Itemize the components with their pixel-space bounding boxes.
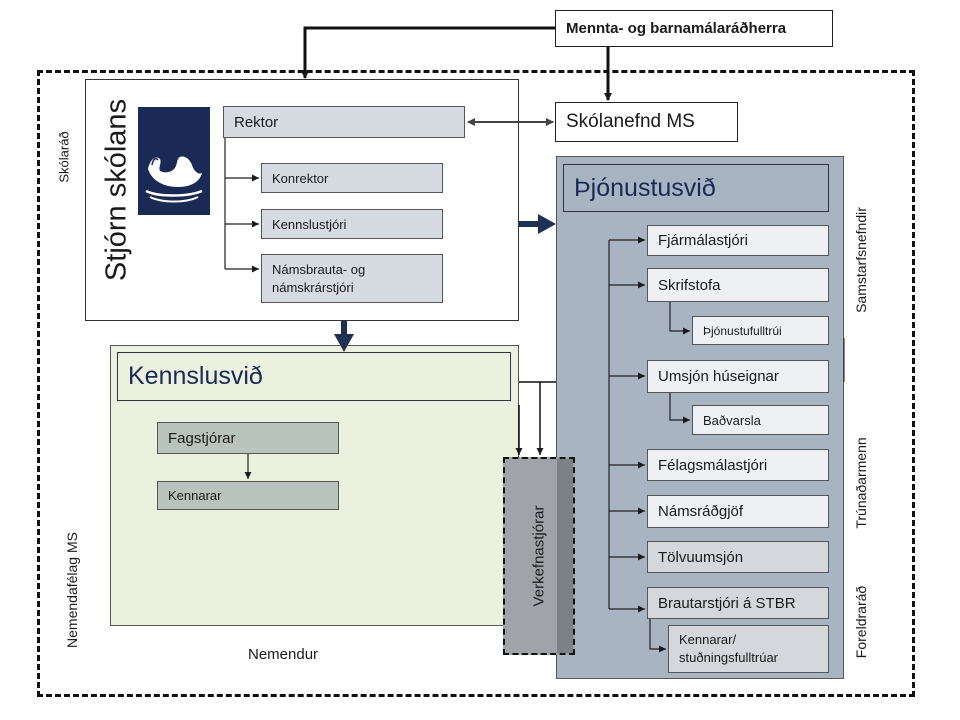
board-to-service-arrowhead: [538, 214, 556, 234]
board-to-teaching-arrowhead: [334, 334, 354, 352]
tolvuumsjon-box[interactable]: Tölvuumsjón: [647, 541, 829, 573]
teaching-title-box: Kennslusvið: [117, 352, 511, 401]
felagsmalastjori-box[interactable]: Félagsmálastjóri: [647, 449, 829, 481]
namsradgjof-label: Námsráðgjöf: [658, 503, 744, 520]
umsjon-huseignar-label: Umsjón húseignar: [658, 368, 779, 385]
kennarar-box[interactable]: Kennarar: [157, 481, 339, 510]
kennslustjori-label: Kennslustjóri: [272, 216, 347, 232]
thjonustufulltrui-box[interactable]: Þjónustufulltrúi: [692, 316, 829, 345]
service-title: Þjónustusvið: [574, 173, 716, 202]
umsjon-huseignar-box[interactable]: Umsjón húseignar: [647, 360, 829, 393]
minister-box[interactable]: Mennta- og barnamálaráðherra: [555, 10, 833, 47]
brautarstjori-box[interactable]: Brautarstjóri á STBR: [647, 587, 829, 619]
service-title-box: Þjónustusvið: [563, 164, 829, 212]
kennarar-studningsfulltruar-box[interactable]: Kennarar/ stuðningsfulltrúar: [668, 625, 829, 673]
namsbrautastjori-label: Námsbrauta- og námskrárstjóri: [272, 261, 366, 295]
fjarmalastjori-label: Fjármálastjóri: [658, 232, 749, 249]
badvarsla-label: Baðvarsla: [703, 412, 761, 428]
kennslustjori-box[interactable]: Kennslustjóri: [261, 209, 443, 239]
rektor-box[interactable]: Rektor: [223, 106, 465, 138]
fjarmalastjori-box[interactable]: Fjármálastjóri: [647, 225, 829, 256]
kennarar-studningsfulltruar-label: Kennarar/ stuðningsfulltrúar: [679, 632, 778, 665]
brautarstjori-label: Brautarstjóri á STBR: [658, 594, 796, 612]
school-committee-label: Skólanefnd MS: [566, 111, 695, 132]
skrifstofa-box[interactable]: Skrifstofa: [647, 268, 829, 302]
konrektor-label: Konrektor: [272, 170, 329, 186]
nemendur-label: Nemendur: [248, 646, 319, 663]
swan-logo-icon: [138, 107, 210, 215]
school-boundary: [37, 70, 915, 697]
felagsmalastjori-label: Félagsmálastjóri: [658, 456, 768, 474]
verkefnastjorar-panel-dark: [557, 459, 573, 653]
fagstjorar-label: Fagstjórar: [168, 429, 236, 447]
minister-to-board-connector: [301, 26, 555, 79]
minister-label: Mennta- og barnamálaráðherra: [566, 20, 787, 37]
kennarar-label: Kennarar: [168, 488, 222, 503]
school-committee-box[interactable]: Skólanefnd MS: [555, 102, 738, 142]
umsjon-sub-connector: [669, 393, 690, 424]
skrifstofa-label: Skrifstofa: [658, 276, 721, 294]
konrektor-box[interactable]: Konrektor: [261, 163, 443, 193]
teaching-title: Kennslusvið: [128, 362, 263, 390]
brautarstjori-sub-connector: [649, 619, 666, 653]
thjonustufulltrui-label: Þjónustufulltrúi: [703, 323, 782, 338]
namsradgjof-box[interactable]: Námsráðgjöf: [647, 495, 829, 528]
namsbrautastjori-box[interactable]: Námsbrauta- og námskrárstjóri: [261, 254, 443, 303]
skrifstofa-sub-connector: [669, 302, 690, 335]
badvarsla-box[interactable]: Baðvarsla: [692, 405, 829, 435]
tolvuumsjon-label: Tölvuumsjón: [658, 548, 744, 566]
rektor-label: Rektor: [234, 113, 279, 131]
fagstjorar-box[interactable]: Fagstjórar: [157, 422, 339, 454]
